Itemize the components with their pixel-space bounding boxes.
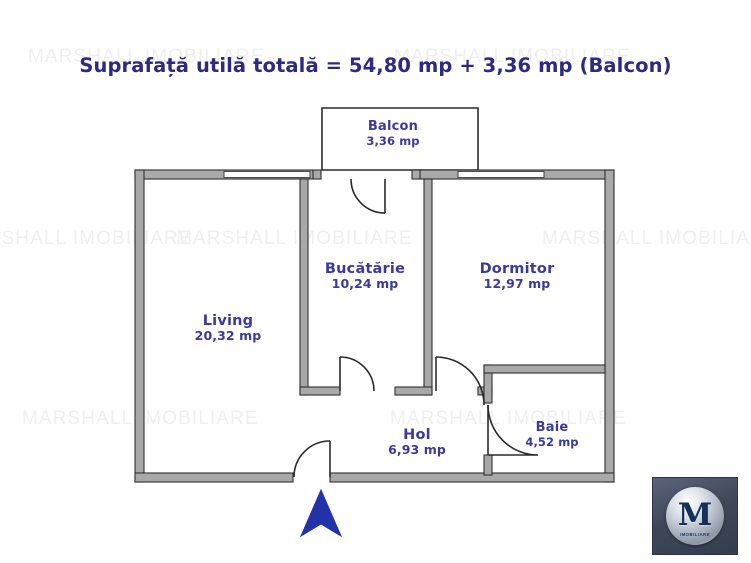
door-jamb-balcony [312,169,421,180]
room-area-dormitor: 12,97 mp [483,276,551,292]
room-area-bucatarie: 10,24 mp [331,276,399,292]
room-area-balcon: 3,36 mp [366,133,420,148]
room-name-baie: Baie [535,420,569,435]
window-living [223,170,311,179]
door-balcony [350,178,386,214]
room-area-living: 20,32 mp [194,328,262,344]
room-area-baie: 4,52 mp [525,434,579,449]
room-name-balcon: Balcon [367,119,419,134]
window-dormitor [457,170,545,179]
door-baie [487,404,539,456]
room-name-living: Living [202,313,254,329]
door-dormitor [435,356,485,406]
page-title: Suprafață utilă totală = 54,80 mp + 3,36… [79,54,672,77]
logo-subtext: IMOBILIARE [680,531,710,537]
door-bucatarie [339,356,375,392]
door-entrance [293,440,331,478]
logo-badge: M IMOBILIARE [666,487,724,545]
logo-letter: M [677,496,713,533]
north-arrow-icon [299,488,343,538]
room-name-bucatarie: Bucătărie [324,261,406,277]
room-name-dormitor: Dormitor [479,261,555,277]
room-name-hol: Hol [403,427,431,443]
room-area-hol: 6,93 mp [388,442,446,458]
agency-logo: M IMOBILIARE [652,477,738,555]
